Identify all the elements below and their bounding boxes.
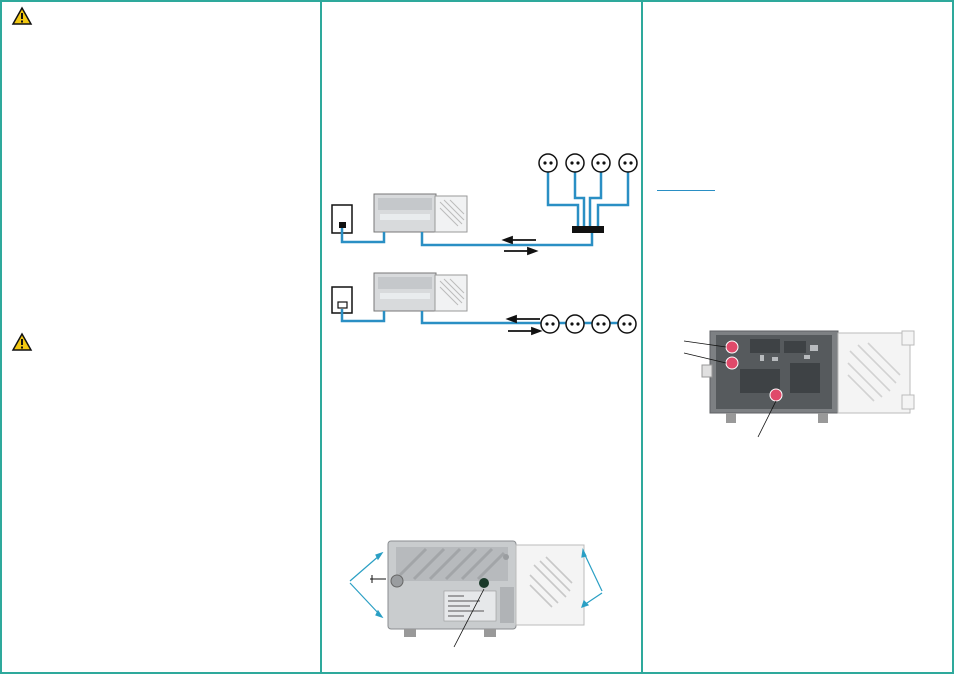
adjuster-1[interactable]: [725, 340, 739, 354]
column-divider-1: [320, 0, 322, 674]
star-topology-diagram: [331, 153, 638, 256]
loop-through-diagram: [331, 272, 637, 336]
amplifier-housing-photo: [349, 540, 603, 648]
adjuster-2[interactable]: [725, 356, 739, 370]
splitter-bar: [572, 226, 604, 233]
amplifier-open-housing-photo: [683, 330, 915, 438]
amplifier-unit: [373, 272, 468, 312]
warning-triangle-icon: [11, 332, 33, 351]
led-indicator: [479, 578, 489, 588]
link-underline[interactable]: [657, 190, 715, 191]
column-divider-2: [641, 0, 643, 674]
amplifier-unit: [373, 193, 468, 233]
warning-triangle-icon: [11, 6, 33, 25]
outlet-group: [540, 314, 637, 334]
outlet-group: [538, 153, 638, 173]
adjuster-3[interactable]: [769, 388, 783, 402]
